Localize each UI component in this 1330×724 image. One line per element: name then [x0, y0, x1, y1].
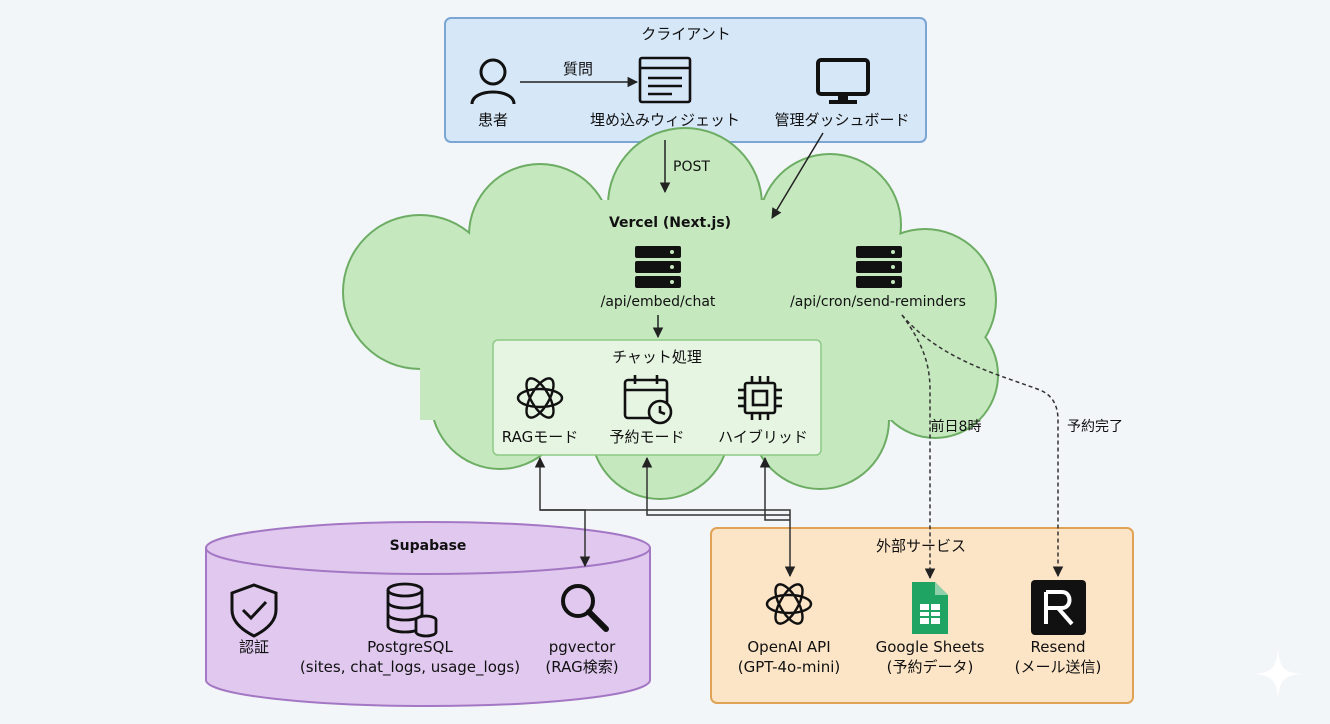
- pgvector-link: [540, 509, 591, 568]
- dashboard-arrow: [771, 132, 824, 219]
- cron-api-label: /api/cron/send-reminders: [790, 294, 966, 310]
- rag-mode-label: RAGモード: [501, 428, 579, 446]
- dashboard-label: 管理ダッシュボード: [774, 111, 910, 129]
- prev-day-label: 前日8時: [930, 419, 982, 435]
- widget-label: 埋め込みウィジェット: [589, 111, 741, 129]
- chat-processing-title: チャット処理: [612, 348, 702, 366]
- google-sheets-icon: [912, 582, 948, 634]
- sheets-label: Google Sheets: [875, 638, 985, 656]
- patient-label: 患者: [477, 111, 509, 129]
- booking-link: [641, 456, 790, 516]
- shield-check-icon: [230, 583, 278, 638]
- openai-label: OpenAI API: [747, 638, 831, 656]
- server-icon-chat: [635, 246, 681, 288]
- booking-mode-label: 予約モード: [609, 428, 685, 446]
- hybrid-link: [759, 456, 790, 521]
- external-title: 外部サービス: [875, 537, 967, 555]
- sheets-sub-label: (予約データ): [886, 658, 974, 676]
- server-icon-cron: [856, 246, 902, 288]
- auth-label: 認証: [238, 638, 270, 656]
- postgres-label: PostgreSQL: [367, 638, 453, 656]
- chat-api-label: /api/embed/chat: [600, 294, 716, 310]
- vercel-title: Vercel (Next.js): [608, 215, 732, 231]
- chat-processing-box: [492, 339, 822, 456]
- monitor-icon: [816, 58, 870, 104]
- widget-icon: [638, 56, 692, 104]
- openai-icon: [765, 583, 813, 625]
- resend-label: Resend: [1030, 638, 1086, 656]
- pgvector-label: pgvector: [548, 638, 616, 656]
- supabase-title: Supabase: [389, 538, 467, 554]
- pgvector-sub-label: (RAG検索): [545, 658, 619, 676]
- hybrid-mode-label: ハイブリッド: [718, 428, 808, 446]
- openai-icon-rag: [516, 377, 564, 419]
- booking-done-label: 予約完了: [1067, 419, 1123, 435]
- rag-link: [534, 456, 796, 578]
- patient-icon: [470, 58, 516, 105]
- calendar-clock-icon: [623, 375, 673, 425]
- chip-icon: [738, 376, 782, 420]
- database-icon: [386, 582, 438, 638]
- resend-logo-icon: [1031, 580, 1086, 635]
- reminder-resend-arrow: [901, 314, 1064, 578]
- client-title: クライアント: [641, 25, 731, 43]
- openai-sub-label: (GPT-4o-mini): [737, 658, 841, 676]
- postgres-tables-label: (sites, chat_logs, usage_logs): [299, 658, 521, 676]
- sparkle-icon: [1256, 650, 1300, 698]
- resend-sub-label: (メール送信): [1014, 658, 1102, 676]
- question-label: 質問: [562, 60, 594, 78]
- reminder-sheets-arrow: [901, 314, 936, 580]
- post-label: POST: [673, 159, 710, 175]
- search-icon: [561, 584, 609, 632]
